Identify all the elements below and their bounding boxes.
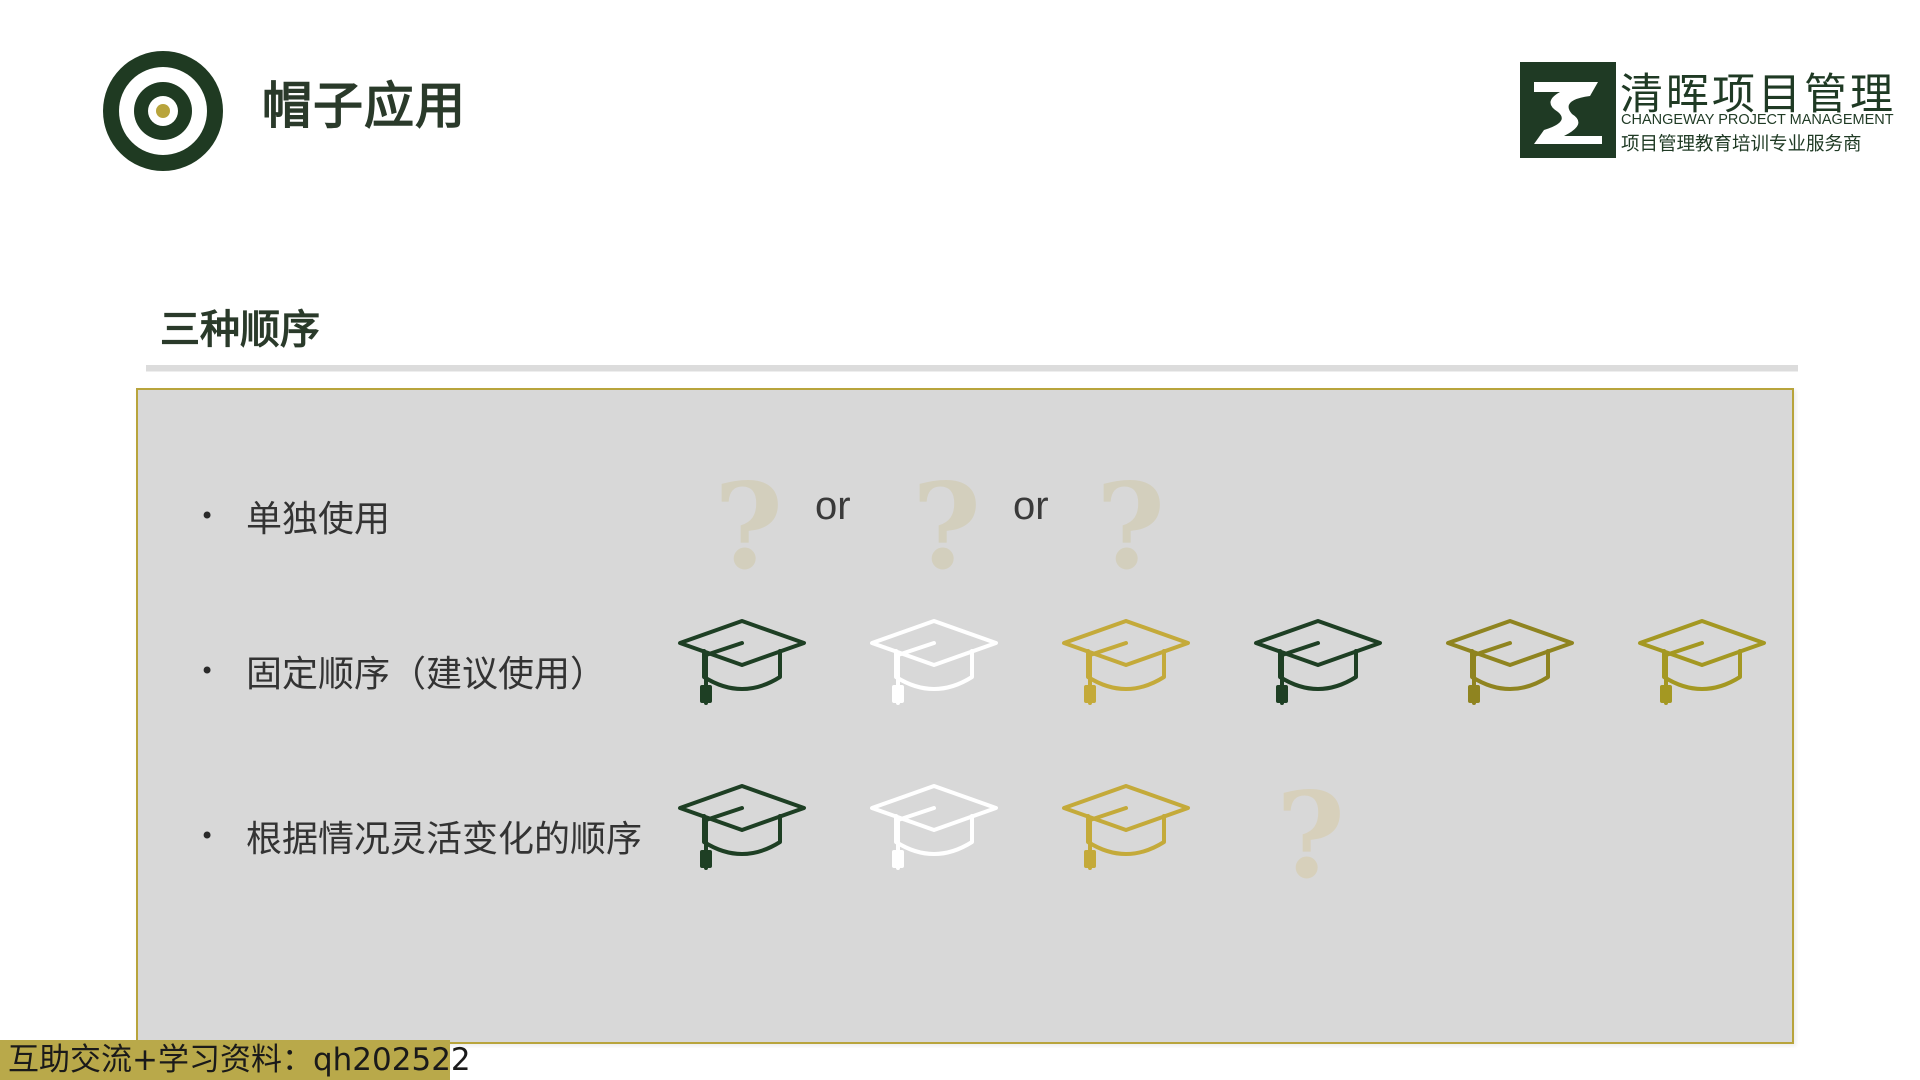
section-title: 三种顺序 bbox=[160, 307, 320, 353]
graduation-cap-icon bbox=[1062, 784, 1190, 870]
content-panel: • 单独使用 ? or ? or ? • 固定顺序（建议使用） bbox=[136, 388, 1794, 1044]
row-fixed-order: • 固定顺序（建议使用） bbox=[138, 615, 1792, 735]
page-title: 帽子应用 bbox=[262, 77, 466, 135]
logo-tagline: 项目管理教育培训专业服务商 bbox=[1621, 134, 1862, 155]
graduation-cap-icon bbox=[678, 619, 806, 705]
row-flexible-order: • 根据情况灵活变化的顺序 bbox=[138, 766, 1792, 905]
question-mark-icon: ? bbox=[1096, 457, 1166, 596]
or-text: or bbox=[1013, 484, 1049, 528]
question-mark-icon: ? bbox=[1276, 766, 1346, 905]
graduation-cap-icon bbox=[1446, 619, 1574, 705]
target-icon bbox=[103, 51, 223, 171]
graduation-cap-icon bbox=[1254, 619, 1382, 705]
row-label: 单独使用 bbox=[246, 499, 391, 540]
section-divider bbox=[146, 365, 1798, 372]
bullet: • bbox=[200, 502, 215, 530]
graduation-cap-icon bbox=[870, 784, 998, 870]
row-single-use: • 单独使用 ? or ? or ? bbox=[138, 460, 1792, 586]
graduation-cap-icon bbox=[870, 619, 998, 705]
graduation-cap-icon bbox=[678, 784, 806, 870]
contact-badge: 互助交流+学习资料：qh202522 bbox=[0, 1040, 471, 1080]
row-label: 固定顺序（建议使用） bbox=[246, 654, 607, 695]
brand-logo: 清晖项目管理 CHANGEWAY PROJECT MANAGEMENT 项目管理… bbox=[1520, 62, 1894, 158]
logo-english: CHANGEWAY PROJECT MANAGEMENT bbox=[1621, 112, 1894, 128]
bullet: • bbox=[200, 822, 215, 850]
bullet: • bbox=[200, 657, 215, 685]
row-label: 根据情况灵活变化的顺序 bbox=[246, 819, 643, 860]
graduation-cap-icon bbox=[1062, 619, 1190, 705]
logo-name: 清晖项目管理 bbox=[1620, 70, 1896, 120]
changeway-logo-icon bbox=[1520, 62, 1616, 158]
or-text: or bbox=[815, 484, 851, 528]
question-mark-icon: ? bbox=[912, 457, 982, 596]
question-mark-icon: ? bbox=[714, 457, 784, 596]
graduation-cap-icon bbox=[1638, 619, 1766, 705]
